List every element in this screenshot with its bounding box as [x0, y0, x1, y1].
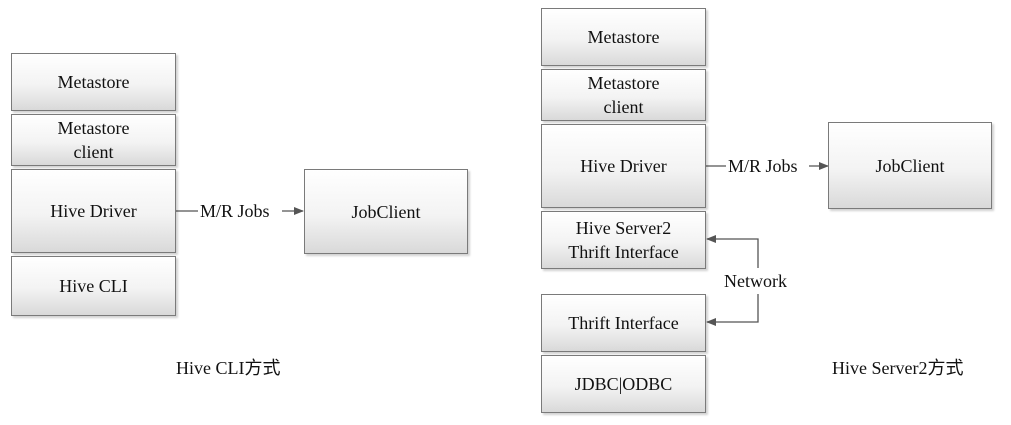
- right-metastore-label: Metastore: [587, 27, 660, 47]
- right-metastore-client-box: Metastore client: [541, 69, 706, 121]
- left-caption: Hive CLI方式: [176, 358, 281, 378]
- right-caption: Hive Server2方式: [832, 358, 964, 378]
- network-arrow-top: [706, 235, 759, 268]
- right-thrift-interface-box: Thrift Interface: [541, 294, 706, 352]
- right-metastore-client-label: Metastore client: [587, 73, 660, 117]
- network-label: Network: [724, 271, 787, 291]
- right-hive-driver-label: Hive Driver: [580, 156, 667, 176]
- left-jobclient-label: JobClient: [351, 201, 421, 222]
- right-mr-jobs-label: M/R Jobs: [728, 156, 798, 176]
- left-metastore-client-label: Metastore client: [57, 118, 130, 162]
- left-hive-driver-label: Hive Driver: [50, 201, 137, 221]
- left-metastore-box: Metastore: [11, 53, 176, 111]
- right-thrift-interface-label: Thrift Interface: [568, 313, 679, 333]
- right-jobclient-label: JobClient: [875, 155, 945, 176]
- left-metastore-client-box: Metastore client: [11, 114, 176, 166]
- right-jobclient-box: JobClient: [828, 122, 992, 209]
- left-hive-driver-box: Hive Driver: [11, 169, 176, 253]
- left-mr-jobs-label: M/R Jobs: [200, 201, 270, 221]
- right-metastore-box: Metastore: [541, 8, 706, 66]
- right-jdbc-odbc-box: JDBC|ODBC: [541, 355, 706, 413]
- left-metastore-label: Metastore: [57, 72, 130, 92]
- right-hive-server2-box: Hive Server2 Thrift Interface: [541, 211, 706, 269]
- left-jobclient-box: JobClient: [304, 169, 468, 254]
- left-hive-cli-label: Hive CLI: [59, 276, 128, 296]
- right-jdbc-odbc-label: JDBC|ODBC: [574, 374, 673, 394]
- right-hive-driver-box: Hive Driver: [541, 124, 706, 208]
- right-hive-server2-label: Hive Server2 Thrift Interface: [568, 218, 679, 262]
- left-hive-cli-box: Hive CLI: [11, 256, 176, 316]
- network-arrow-bottom: [706, 294, 759, 326]
